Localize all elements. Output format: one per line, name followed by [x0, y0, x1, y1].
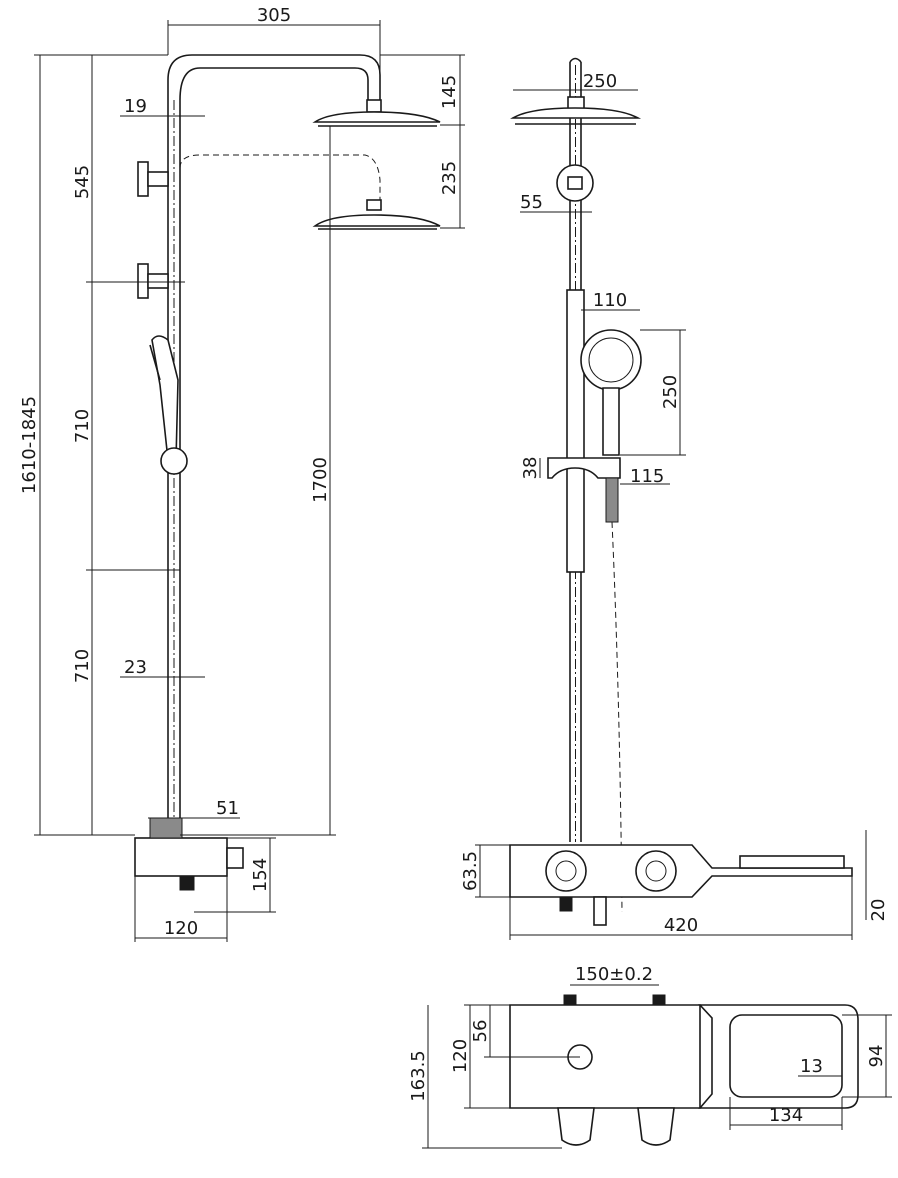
- dim-420: 420: [664, 915, 698, 936]
- dim-63-5: 63.5: [460, 851, 481, 891]
- dim-120-side: 120: [164, 918, 198, 939]
- dim-710-upper: 710: [72, 409, 93, 443]
- dim-545: 545: [72, 165, 93, 199]
- front-view-dimensions: 250 55 110 250 38 115 63.5 420 20: [460, 71, 889, 940]
- dim-hand-110: 110: [593, 290, 627, 311]
- dim-51: 51: [216, 798, 239, 819]
- side-view-dimensions: 305 145 235 19 1610-1845 545 710 710 23: [19, 5, 465, 942]
- dim-front-250: 250: [583, 71, 617, 92]
- dim-front-55: 55: [520, 192, 543, 213]
- side-view: [134, 54, 441, 891]
- dim-hand-250: 250: [660, 375, 681, 409]
- dim-94: 94: [866, 1045, 887, 1068]
- dim-134: 134: [769, 1105, 803, 1126]
- dim-710-lower: 710: [72, 649, 93, 683]
- dim-total-height: 1610-1845: [19, 396, 40, 494]
- dim-305: 305: [257, 5, 291, 26]
- dim-top-120: 120: [450, 1039, 471, 1073]
- dim-145: 145: [439, 75, 460, 109]
- dim-holder-38: 38: [520, 457, 541, 480]
- top-view-dimensions: 150±0.2 56 120 163.5 13 94 134: [408, 964, 892, 1149]
- dim-1700: 1700: [310, 457, 331, 503]
- dim-23: 23: [124, 657, 147, 678]
- dim-154: 154: [250, 858, 271, 892]
- dim-19: 19: [124, 96, 147, 117]
- dim-163-5: 163.5: [408, 1050, 429, 1102]
- dim-56: 56: [470, 1020, 491, 1043]
- dim-13: 13: [800, 1056, 823, 1077]
- dim-150: 150±0.2: [575, 964, 653, 985]
- dim-20: 20: [868, 899, 889, 922]
- front-view: [509, 57, 853, 926]
- dim-235: 235: [439, 161, 460, 195]
- dim-holder-115: 115: [630, 466, 664, 487]
